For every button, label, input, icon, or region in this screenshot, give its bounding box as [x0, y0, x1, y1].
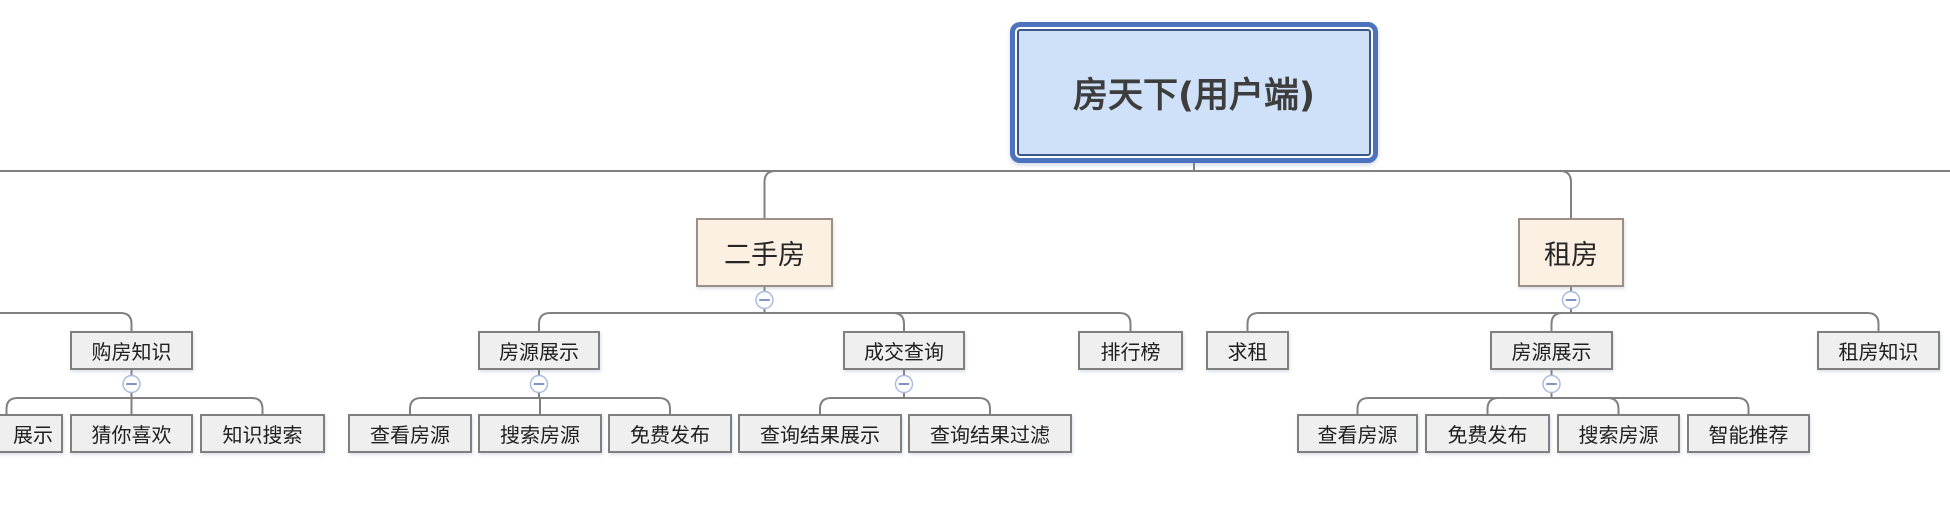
collapse-icon[interactable]	[894, 374, 914, 394]
subtopic-node[interactable]: 展示	[0, 414, 63, 453]
connector-elbow	[904, 397, 991, 414]
collapse-icon[interactable]	[1542, 374, 1561, 394]
root-topic[interactable]: 房天下(用户端)	[1010, 22, 1378, 163]
connector-elbow	[131, 397, 264, 414]
collapse-icon[interactable]	[1561, 290, 1581, 310]
connector-elbow	[1551, 397, 1750, 414]
collapse-icon[interactable]	[122, 374, 141, 394]
collapse-icon[interactable]	[755, 290, 774, 310]
connector-elbow	[1194, 170, 1572, 218]
connector-elbow	[819, 397, 904, 414]
connector-elbow	[1551, 397, 1620, 414]
connector-elbow	[539, 397, 671, 414]
subtopic-node[interactable]: 查看房源	[348, 414, 472, 453]
branch-topic[interactable]: 二手房	[696, 218, 833, 287]
connector-elbow	[0, 312, 133, 331]
connector-elbow	[5, 397, 132, 414]
connector-elbow	[409, 397, 539, 414]
topic-node[interactable]: 成交查询	[843, 331, 965, 370]
subtopic-node[interactable]: 智能推荐	[1687, 414, 1810, 453]
subtopic-node[interactable]: 查看房源	[1297, 414, 1418, 453]
connector-elbow	[538, 312, 765, 331]
subtopic-node[interactable]: 免费发布	[1425, 414, 1550, 453]
connector-elbow	[1246, 312, 1571, 331]
topic-node[interactable]: 购房知识	[70, 331, 193, 370]
topic-node[interactable]: 房源展示	[1490, 331, 1613, 370]
subtopic-node[interactable]: 搜索房源	[1557, 414, 1680, 453]
connector-elbow	[1356, 397, 1552, 414]
connector-elbow	[1486, 397, 1552, 414]
connector-elbow	[764, 312, 905, 331]
collapse-icon[interactable]	[529, 374, 549, 394]
subtopic-node[interactable]: 免费发布	[608, 414, 732, 453]
topic-node[interactable]: 租房知识	[1817, 331, 1940, 370]
subtopic-node[interactable]: 查询结果过滤	[908, 414, 1072, 453]
subtopic-node[interactable]: 知识搜索	[200, 414, 325, 453]
branch-topic[interactable]: 租房	[1518, 218, 1624, 287]
topic-node[interactable]: 求租	[1206, 331, 1289, 370]
connector-elbow	[1571, 312, 1880, 331]
subtopic-node[interactable]: 搜索房源	[478, 414, 602, 453]
subtopic-node[interactable]: 猜你喜欢	[70, 414, 193, 453]
connector-elbow	[1550, 312, 1571, 331]
topic-node[interactable]: 排行榜	[1078, 331, 1183, 370]
connector-elbow	[763, 170, 1194, 218]
subtopic-node[interactable]: 查询结果展示	[738, 414, 902, 453]
topic-node[interactable]: 房源展示	[478, 331, 600, 370]
root-topic-label: 房天下(用户端)	[1017, 29, 1371, 156]
connector-elbow	[764, 312, 1132, 331]
